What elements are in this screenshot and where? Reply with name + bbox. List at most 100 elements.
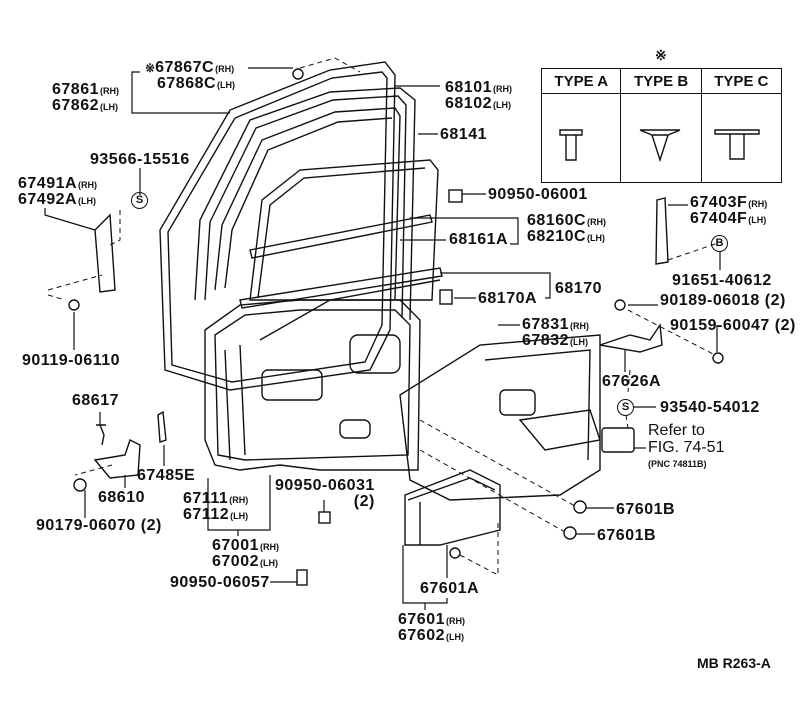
part-label-67601B[interactable]: 67601B xyxy=(616,501,676,518)
part-label-67404F[interactable]: 67404F(LH) xyxy=(690,211,766,228)
side: (LH) xyxy=(100,102,118,112)
part-number: 68160C xyxy=(527,212,587,229)
part-label-67002[interactable]: 67002(LH) xyxy=(212,554,278,571)
part-label-90179-06070[interactable]: 90179-06070 (2) xyxy=(36,517,162,534)
part-number: 67404F xyxy=(690,210,748,227)
nut-90179 xyxy=(73,478,87,492)
part-label-93566-15516[interactable]: 93566-15516 xyxy=(90,151,190,168)
part-number: 67002 xyxy=(212,553,259,570)
door-check xyxy=(93,439,141,479)
part-number: 67867C xyxy=(155,59,215,76)
side: (LH) xyxy=(230,511,249,521)
part-label-90159-60047[interactable]: 90159-60047 (2) xyxy=(670,317,796,334)
part-label-67868C[interactable]: 67868C(LH) xyxy=(157,76,235,93)
marker-b-icon: B xyxy=(711,235,728,252)
side: (RH) xyxy=(260,542,279,552)
part-label-67491A[interactable]: 67491A(RH) xyxy=(18,176,97,193)
part-label-68141[interactable]: 68141 xyxy=(440,126,487,143)
part-label-93540-54012[interactable]: 93540-54012 xyxy=(660,399,760,416)
reference-note[interactable]: Refer to FIG. 74-51 (PNC 74811B) xyxy=(648,422,724,473)
part-label-67485E[interactable]: 67485E xyxy=(137,467,196,484)
part-label-67867C[interactable]: ※67867C(RH) xyxy=(144,60,234,77)
part-number: 68210C xyxy=(527,228,587,245)
clip-68170A xyxy=(439,289,453,305)
part-label-67112[interactable]: 67112(LH) xyxy=(183,507,248,524)
type-b-header: TYPE B xyxy=(620,68,702,94)
part-label-67602[interactable]: 67602(LH) xyxy=(398,628,464,645)
reference-figure: FIG. 74-51 xyxy=(648,439,725,456)
part-label-67831[interactable]: 67831(RH) xyxy=(522,317,589,334)
part-label-68610[interactable]: 68610 xyxy=(98,489,145,506)
side: (RH) xyxy=(446,616,465,626)
clip-type-c-icon xyxy=(700,93,783,183)
door-trim-board xyxy=(399,334,601,501)
clip-type-table: TYPE A TYPE B TYPE C xyxy=(540,68,783,183)
type-c-header: TYPE C xyxy=(700,68,783,94)
part-label-67601A[interactable]: 67601A xyxy=(420,580,480,597)
part-number: 67491A xyxy=(18,175,78,192)
part-number: 67111 xyxy=(183,490,229,507)
part-label-68170A[interactable]: 68170A xyxy=(478,290,538,307)
part-label-67601B[interactable]: 67601B xyxy=(597,527,657,544)
bolt-90159 xyxy=(712,352,724,364)
part-label-67111[interactable]: 67111(RH) xyxy=(183,491,248,508)
armrest-pocket xyxy=(404,469,501,546)
side: (RH) xyxy=(215,64,235,74)
part-label-67832[interactable]: 67832(LH) xyxy=(522,333,588,350)
side: (LH) xyxy=(260,558,278,568)
door-frame xyxy=(194,87,416,321)
nut-90189 xyxy=(614,299,626,311)
reference-pnc: (PNC 74811B) xyxy=(648,459,707,469)
part-label-68210C[interactable]: 68210C(LH) xyxy=(527,229,605,246)
part-label-68170[interactable]: 68170 xyxy=(555,280,602,297)
part-number: 67001 xyxy=(212,537,259,554)
part-number: 67861 xyxy=(52,81,99,98)
bracket-67626A xyxy=(599,322,663,353)
clip-type-b-icon xyxy=(620,93,702,183)
part-label-68101[interactable]: 68101(RH) xyxy=(445,80,512,97)
marker-asterisk: ※ xyxy=(145,61,156,75)
part-label-67492A[interactable]: 67492A(LH) xyxy=(18,192,96,209)
part-number: 67831 xyxy=(522,316,569,333)
part-label-68160C[interactable]: 68160C(RH) xyxy=(527,213,606,230)
door-weatherstrip xyxy=(159,61,396,391)
part-label-90119-06110[interactable]: 90119-06110 xyxy=(22,352,121,369)
part-label-90950-06001[interactable]: 90950-06001 xyxy=(488,186,588,203)
door-glass xyxy=(249,159,439,301)
plug-90950-06057 xyxy=(296,569,308,586)
part-label-68617[interactable]: 68617 xyxy=(72,392,119,409)
side: (LH) xyxy=(217,80,236,90)
part-label-67861[interactable]: 67861(RH) xyxy=(52,82,119,99)
part-label-68161A[interactable]: 68161A xyxy=(449,231,509,248)
part-label-68102[interactable]: 68102(LH) xyxy=(445,96,511,113)
side: (RH) xyxy=(587,217,607,227)
marker-s-icon: S xyxy=(617,399,634,416)
part-label-90950-06031[interactable]: 90950-06031(2) xyxy=(275,478,375,510)
part-label-67626A[interactable]: 67626A xyxy=(602,373,662,390)
side: (LH) xyxy=(587,233,606,243)
part-label-91651-40612[interactable]: 91651-40612 xyxy=(672,272,772,289)
part-label-67403F[interactable]: 67403F(RH) xyxy=(690,195,767,212)
plug-90950-06031 xyxy=(318,511,331,524)
part-label-90189-06018[interactable]: 90189-06018 (2) xyxy=(660,292,786,309)
figure-code: MB R263-A xyxy=(697,655,771,671)
belt-moulding xyxy=(249,214,433,259)
type-table-marker: ※ xyxy=(655,47,667,63)
clip-67601B-2 xyxy=(563,526,577,540)
part-number: 67868C xyxy=(157,75,217,92)
quantity: (2) xyxy=(353,493,375,510)
pull-cup-74811B xyxy=(601,427,635,453)
side: (RH) xyxy=(229,495,249,505)
glass-run xyxy=(214,107,401,301)
part-label-67001[interactable]: 67001(RH) xyxy=(212,538,279,555)
rail-67403F xyxy=(655,197,669,265)
part-number: 68101 xyxy=(445,79,492,96)
part-label-90950-06057[interactable]: 90950-06057 xyxy=(170,574,270,591)
part-number: 67832 xyxy=(522,332,569,349)
part-label-67862[interactable]: 67862(LH) xyxy=(52,98,118,115)
part-label-67601[interactable]: 67601(RH) xyxy=(398,612,465,629)
bracket-67485E xyxy=(157,410,167,443)
clip-67867C xyxy=(292,68,304,80)
side: (RH) xyxy=(493,84,512,94)
